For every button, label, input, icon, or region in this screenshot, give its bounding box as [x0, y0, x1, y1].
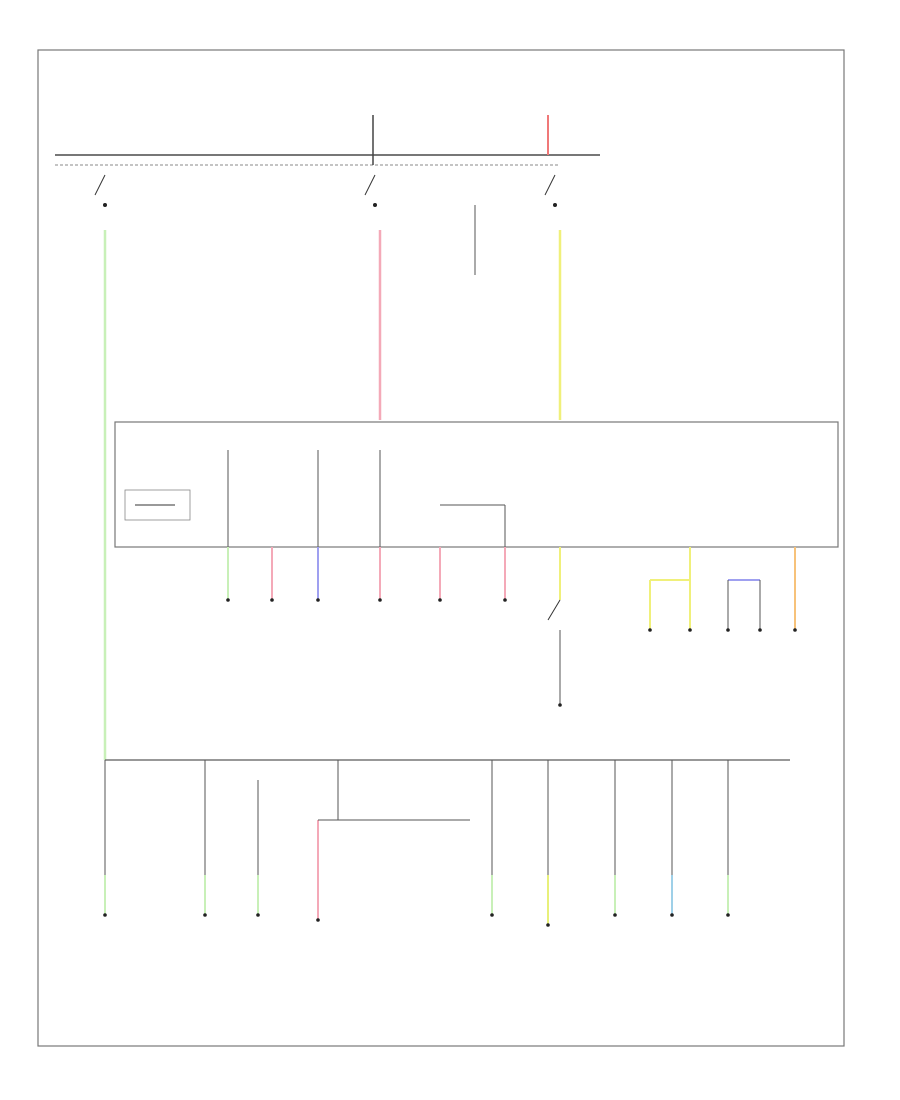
relay-chain	[317, 819, 470, 920]
relay-symbol	[124, 489, 191, 521]
fuse-block	[114, 421, 839, 548]
switch-lower	[547, 599, 562, 707]
switch-right	[544, 174, 557, 207]
switch-left	[94, 174, 107, 207]
switch-mid	[364, 174, 377, 207]
ground-dots-row1	[226, 598, 797, 632]
diagram-border	[37, 49, 845, 1047]
ground-dots-row2	[103, 913, 730, 927]
